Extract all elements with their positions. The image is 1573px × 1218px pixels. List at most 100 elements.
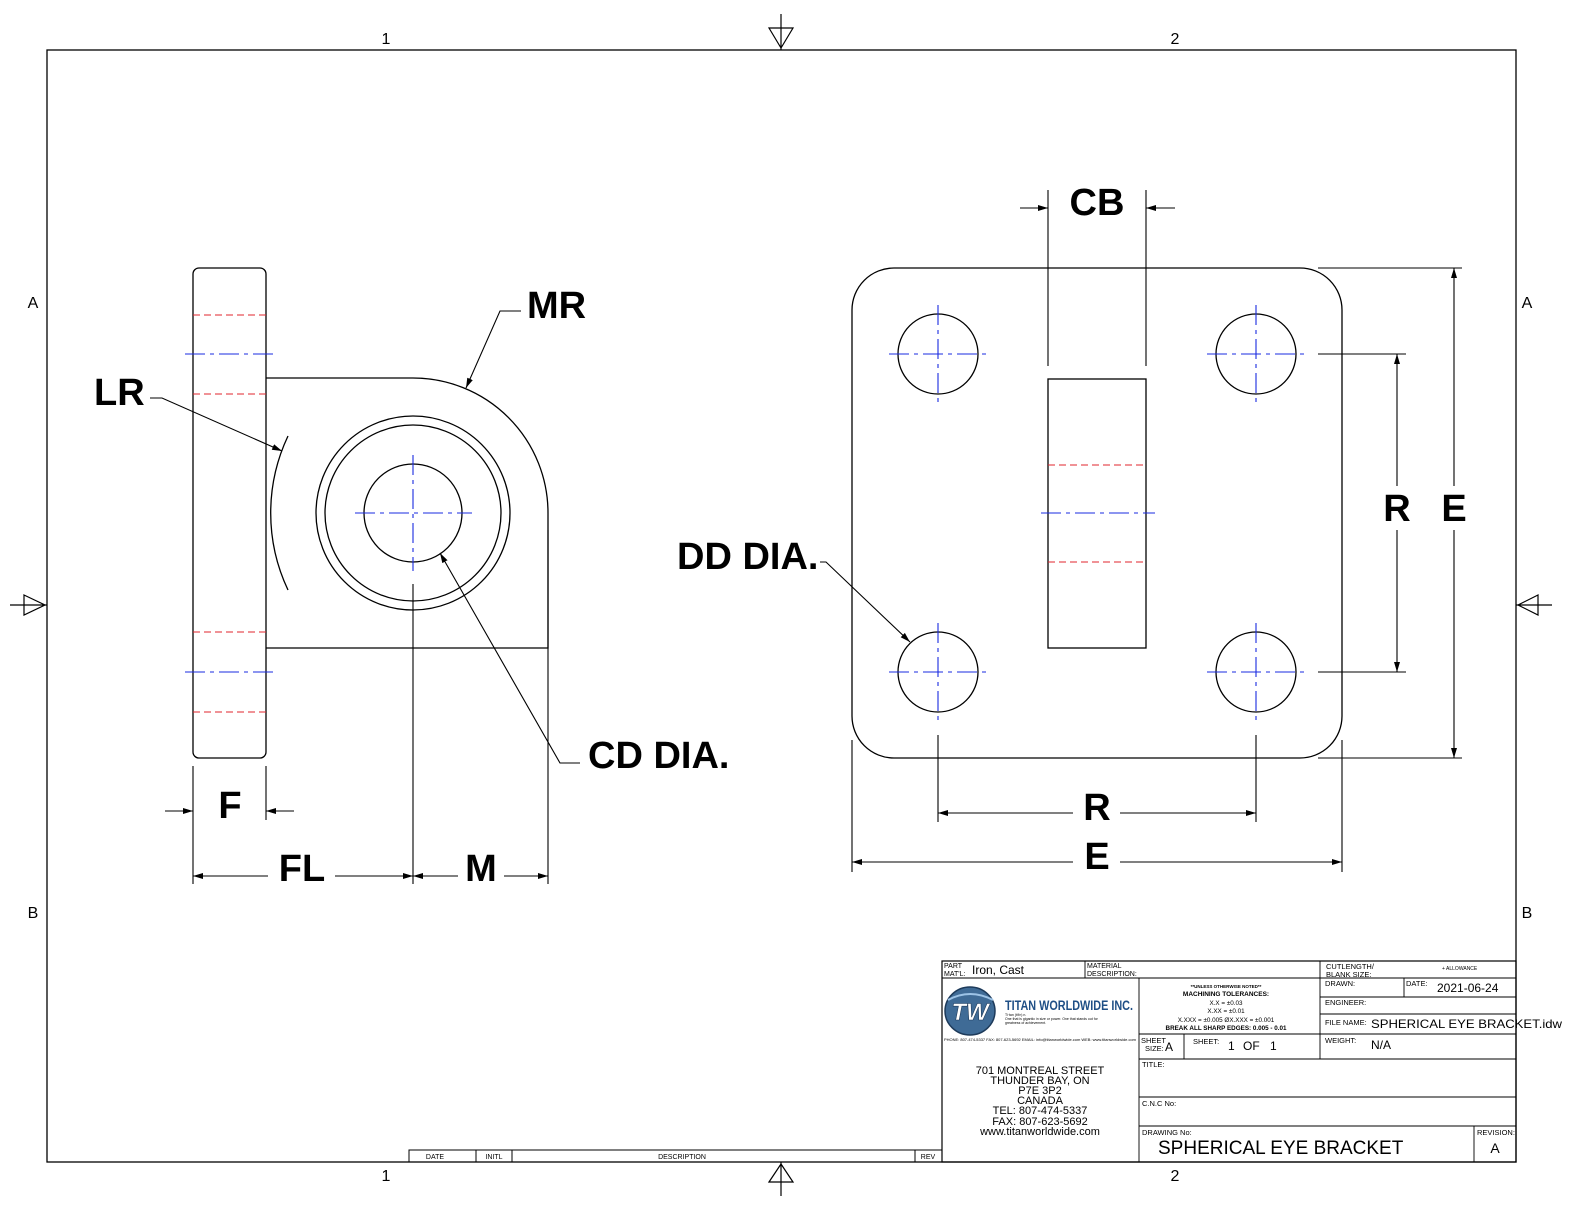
eye-body-outline: [266, 377, 549, 649]
dd-leader: [820, 561, 911, 643]
dim-e-horizontal-label: E: [1084, 836, 1109, 878]
revision-label: REVISION:: [1477, 1128, 1515, 1137]
eye-outer-ring: [315, 415, 511, 611]
file-name-label: FILE NAME:: [1325, 1018, 1367, 1027]
part-matl-label-2: MAT'L:: [944, 971, 965, 978]
lr-fillet-arc: [270, 435, 289, 591]
drawing-no-value: SPHERICAL EYE BRACKET: [1158, 1138, 1404, 1159]
tolerance-line: X.XXX = ±0.005 ØX.XXX = ±0.001: [1178, 1017, 1275, 1024]
dim-r-vertical-label: R: [1383, 488, 1410, 530]
dim-m-label: M: [465, 848, 497, 890]
center-lines-front: [889, 305, 1306, 721]
sheet-size-label: SHEET: [1141, 1036, 1166, 1045]
rev-rev-col: REV: [921, 1154, 936, 1161]
zone-left-b: B: [28, 905, 39, 922]
drawing-border: [46, 49, 1517, 1163]
dim-fl-label: FL: [279, 848, 325, 890]
address-line: THUNDER BAY, ON: [990, 1075, 1089, 1087]
weight-label: WEIGHT:: [1325, 1036, 1356, 1045]
center-slot: [1047, 378, 1147, 649]
part-matl-label: PART: [944, 963, 963, 970]
side-view: F FL M MR LR CD DIA.: [94, 267, 729, 890]
sheet-total: 1: [1270, 1039, 1277, 1053]
zone-right-b: B: [1522, 905, 1533, 922]
dim-cb-label: CB: [1070, 182, 1125, 224]
centering-marks: [10, 14, 1552, 1196]
rev-description-col: DESCRIPTION: [658, 1154, 706, 1161]
cd-bore: [363, 463, 463, 563]
weight-value: N/A: [1371, 1038, 1391, 1052]
center-lines-side: [185, 353, 472, 673]
eye-inner-ring: [324, 424, 502, 602]
address-line: P7E 3P2: [1018, 1085, 1061, 1097]
address-line: FAX: 807-623-5692: [992, 1116, 1087, 1128]
extension-lines-front: [851, 190, 1462, 872]
zone-left-a: A: [28, 295, 39, 312]
address-line: CANADA: [1017, 1095, 1064, 1107]
title-label: TITLE:: [1142, 1060, 1165, 1069]
zone-top-1: 1: [382, 31, 391, 48]
engineer-label: ENGINEER:: [1325, 998, 1366, 1007]
tolerance-line: X.X = ±0.03: [1209, 1000, 1243, 1007]
cnc-label: C.N.C No:: [1142, 1099, 1176, 1108]
drawing-no-label: DRAWING No:: [1142, 1128, 1192, 1137]
zone-bottom-2: 2: [1171, 1168, 1180, 1185]
address-line: 701 MONTREAL STREET: [976, 1065, 1105, 1077]
file-name-value: SPHERICAL EYE BRACKET.idw: [1371, 1017, 1562, 1031]
company-tagline-3: greatness of achievement.: [1005, 1021, 1046, 1025]
sheet-number: 1: [1228, 1039, 1235, 1053]
address-line: www.titanworldwide.com: [979, 1126, 1100, 1138]
logo-letters: TW: [951, 999, 991, 1026]
dim-r-horizontal-label: R: [1083, 787, 1110, 829]
extension-lines-side: [192, 530, 549, 884]
hidden-lines-side: [193, 314, 266, 713]
flange-plate: [192, 267, 267, 759]
dim-dd-label: DD DIA.: [677, 536, 818, 578]
company-name: TITAN WORLDWIDE INC.: [1005, 998, 1133, 1013]
cd-leader: [439, 552, 580, 764]
date-value: 2021-06-24: [1437, 981, 1499, 995]
title-block: PART MAT'L: Iron, Cast MATERIAL DESCRIPT…: [941, 960, 1562, 1163]
tolerance-title: MACHINING TOLERANCES:: [1183, 991, 1269, 998]
sheet-size-value: A: [1165, 1040, 1173, 1054]
dim-lr-label: LR: [94, 372, 145, 414]
company-address: 701 MONTREAL STREET THUNDER BAY, ON P7E …: [976, 1065, 1105, 1138]
dim-f-label: F: [218, 785, 241, 827]
company-contact-line: PHONE: 807-474-5337 FAX: 807-623-5692 EM…: [944, 1038, 1136, 1042]
drawn-label: DRAWN:: [1325, 979, 1355, 988]
cutlength-label: CUTLENGTH/: [1326, 962, 1375, 971]
rev-initl-col: INITL: [485, 1154, 502, 1161]
sheet-of: OF: [1243, 1039, 1260, 1053]
tolerance-line: X.XX = ±0.01: [1207, 1008, 1245, 1015]
rev-date-col: DATE: [426, 1154, 444, 1161]
dim-cd-label: CD DIA.: [588, 735, 729, 777]
revision-value: A: [1490, 1140, 1500, 1156]
front-view: CB R E R E DD DIA.: [677, 182, 1467, 878]
material-description-label-2: DESCRIPTION:: [1087, 971, 1137, 978]
lr-leader: [150, 397, 283, 452]
tolerance-header: **UNLESS OTHERWISE NOTED**: [1191, 984, 1262, 989]
allowance-note: + ALLOWANCE: [1442, 966, 1478, 972]
hidden-lines-front: [1048, 464, 1146, 563]
sheet-label: SHEET:: [1193, 1037, 1219, 1046]
zone-right-a: A: [1522, 295, 1533, 312]
material-description-label: MATERIAL: [1087, 963, 1122, 970]
address-line: TEL: 807-474-5337: [993, 1105, 1088, 1117]
dim-e-vertical-label: E: [1441, 488, 1466, 530]
sheet-size-label-2: SIZE:: [1145, 1044, 1164, 1053]
machining-tolerances: **UNLESS OTHERWISE NOTED** MACHINING TOL…: [1166, 984, 1287, 1032]
date-label: DATE:: [1406, 979, 1428, 988]
tolerance-line: BREAK ALL SHARP EDGES: 0.005 - 0.01: [1166, 1025, 1287, 1032]
revision-block: DATE INITL DESCRIPTION REV: [408, 1149, 943, 1163]
zone-top-2: 2: [1171, 31, 1180, 48]
part-matl-value: Iron, Cast: [972, 963, 1025, 977]
dim-mr-label: MR: [527, 285, 586, 327]
company-logo: TW: [944, 986, 996, 1036]
base-plate: [851, 267, 1343, 759]
zone-bottom-1: 1: [382, 1168, 391, 1185]
cutlength-label-2: BLANK SIZE:: [1326, 970, 1371, 979]
company-tagline-2: One that is gigantic in size or power. O…: [1005, 1017, 1099, 1021]
company-tagline-1: Ti·tan (tit'n) n.: [1005, 1013, 1026, 1017]
mr-leader: [465, 310, 521, 389]
